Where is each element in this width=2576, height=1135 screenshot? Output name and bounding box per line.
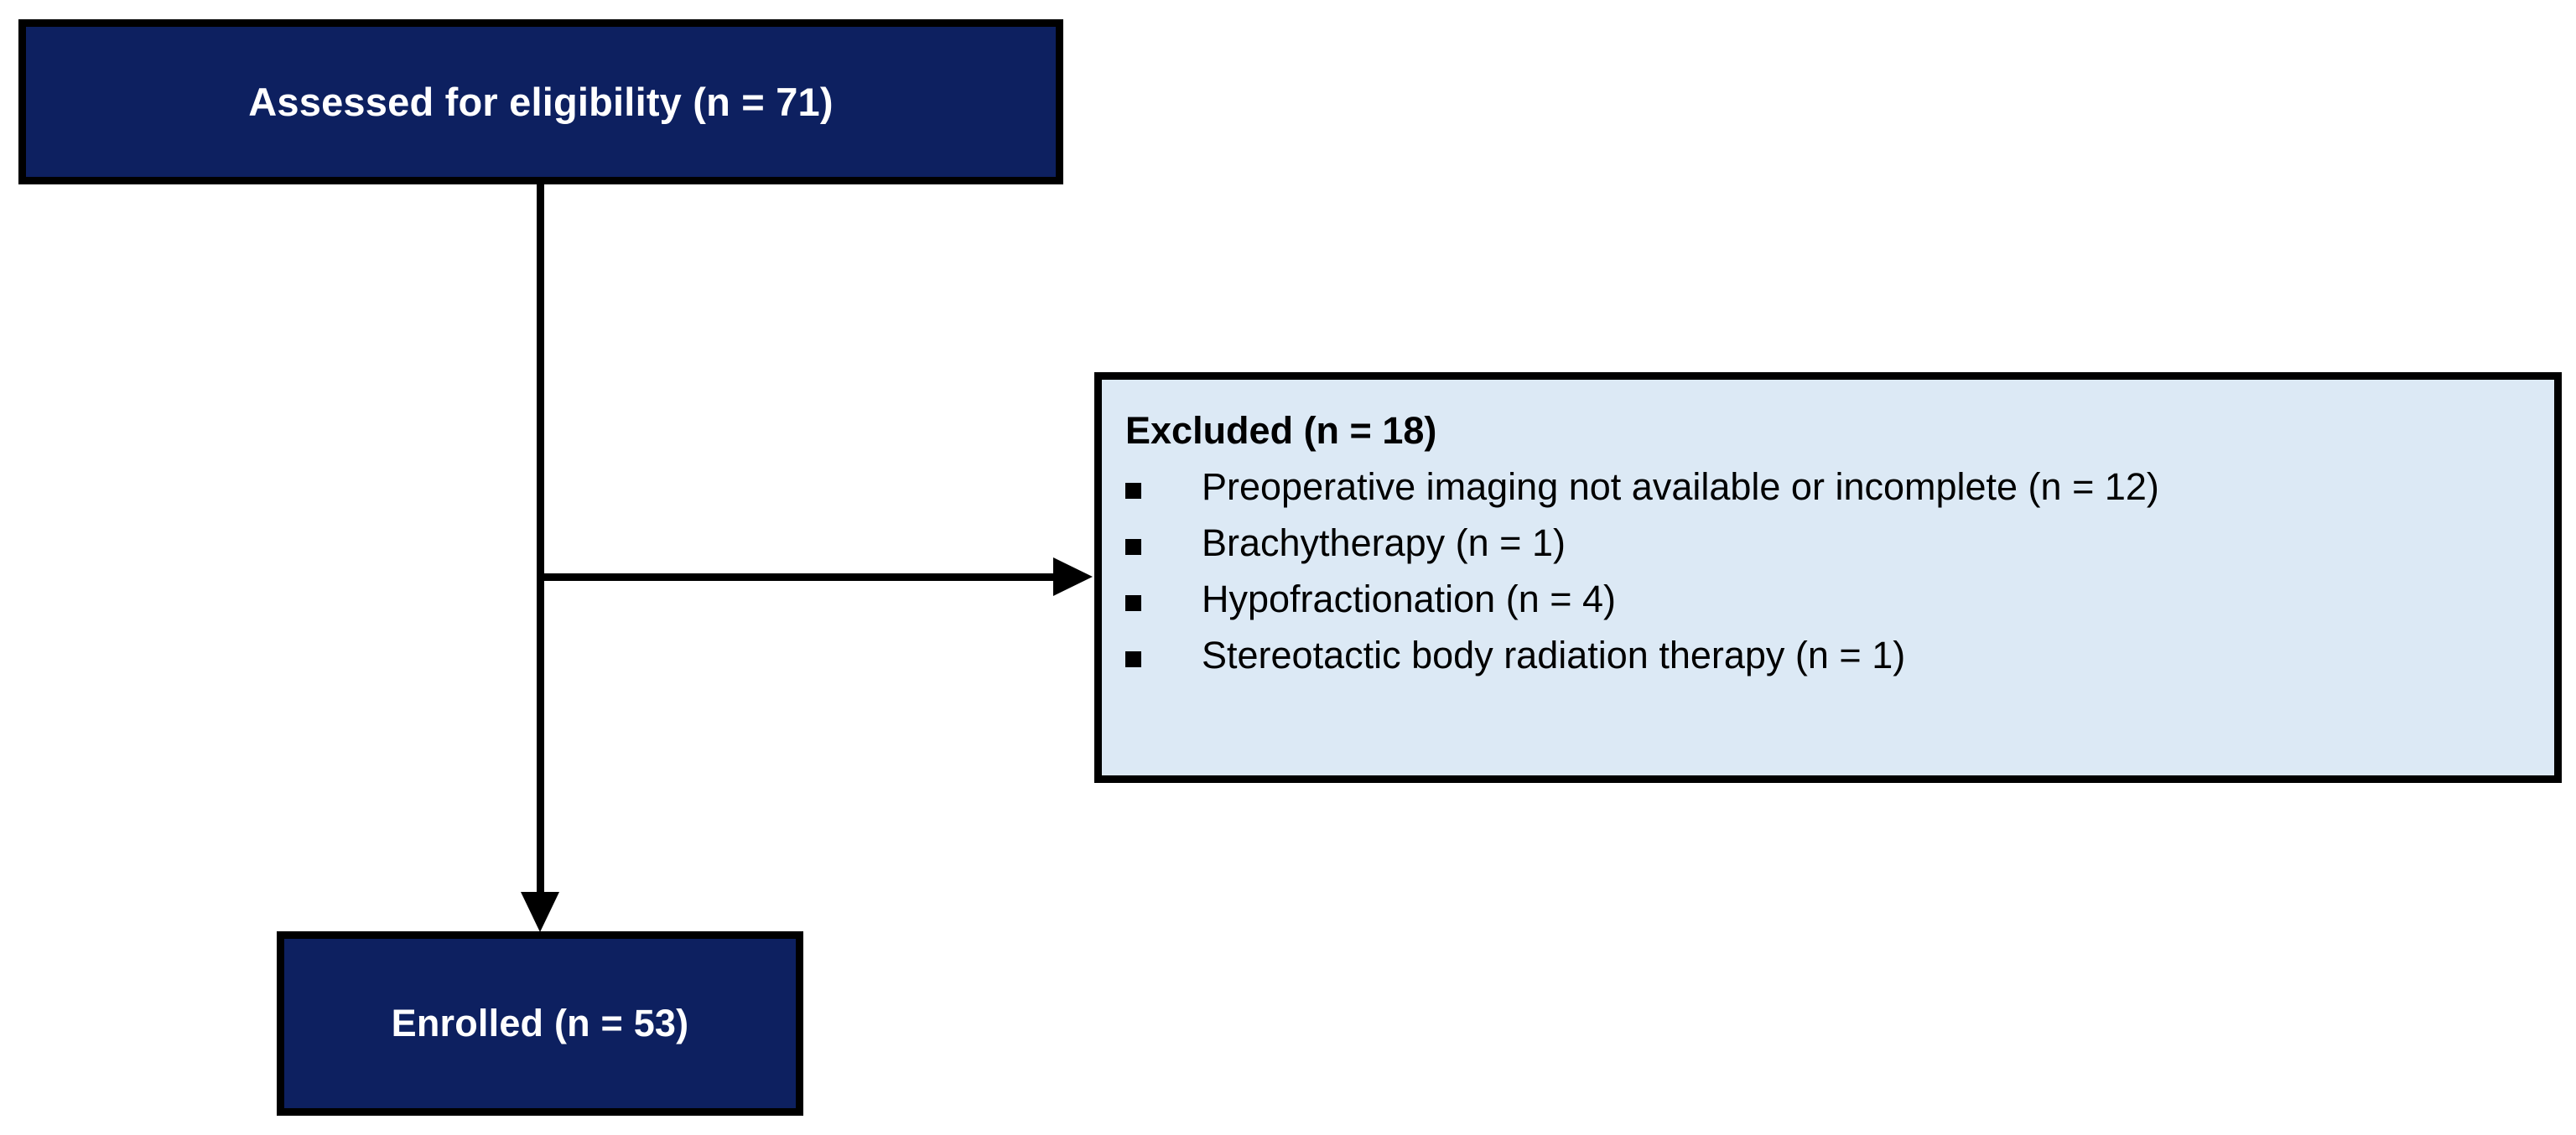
list-item-label: Stereotactic body radiation therapy (n =… <box>1202 634 1906 676</box>
node-assessed-label: Assessed for eligibility (n = 71) <box>248 80 834 124</box>
list-item: Brachytherapy (n = 1) <box>1124 524 2532 562</box>
connector-vertical-line <box>537 183 544 892</box>
node-enrolled-label: Enrolled (n = 53) <box>391 1002 689 1044</box>
square-bullet-icon <box>1125 651 1141 667</box>
square-bullet-icon <box>1125 595 1141 611</box>
list-item: Hypofractionation (n = 4) <box>1124 580 2532 618</box>
node-assessed-for-eligibility: Assessed for eligibility (n = 71) <box>18 19 1063 184</box>
square-bullet-icon <box>1125 539 1141 555</box>
square-bullet-icon <box>1125 483 1141 499</box>
list-item: Stereotactic body radiation therapy (n =… <box>1124 636 2532 674</box>
list-item: Preoperative imaging not available or in… <box>1124 468 2532 505</box>
list-item-label: Brachytherapy (n = 1) <box>1202 521 1566 564</box>
connector-horizontal-line <box>537 573 1063 581</box>
node-excluded-title: Excluded (n = 18) <box>1125 409 1437 452</box>
node-enrolled: Enrolled (n = 53) <box>277 931 803 1116</box>
list-item-label: Preoperative imaging not available or in… <box>1202 465 2159 508</box>
excluded-reasons-list: Preoperative imaging not available or in… <box>1124 468 2532 674</box>
list-item-label: Hypofractionation (n = 4) <box>1202 578 1617 620</box>
arrow-right-icon <box>1053 557 1093 596</box>
node-excluded: Excluded (n = 18) Preoperative imaging n… <box>1094 372 2562 783</box>
arrow-down-icon <box>521 892 559 932</box>
